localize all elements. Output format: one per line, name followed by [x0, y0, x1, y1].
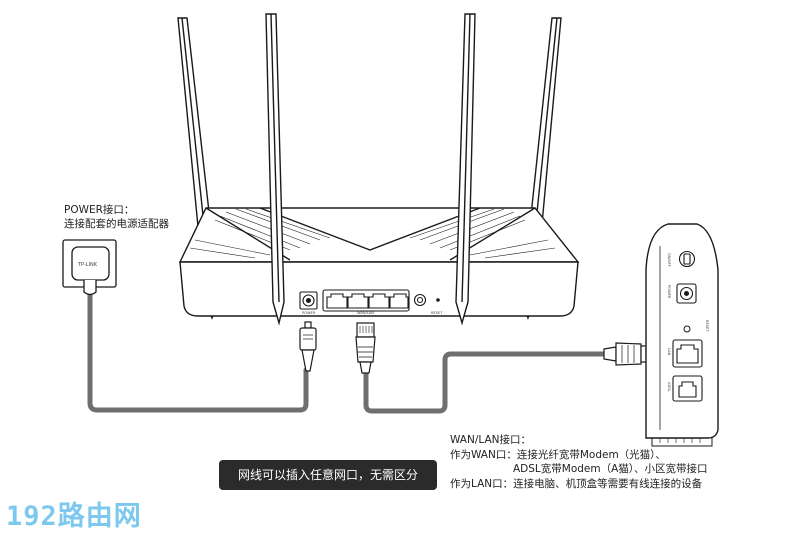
adapter-brand-label: TP-LINK [77, 262, 98, 268]
router-antenna-front-left [265, 13, 285, 326]
modem-lan-port [672, 339, 703, 368]
modem-lan-label: LAN [667, 348, 671, 356]
network-cable [363, 351, 609, 414]
power-callout-desc: 连接配套的电源适配器 [64, 218, 169, 230]
watermark-logo: 192路由网 [6, 501, 142, 532]
router-wanlan-label: WAN/LAN [357, 311, 374, 315]
power-callout-title: POWER接口： [64, 204, 135, 216]
modem-reset-label: RESET [705, 320, 709, 332]
modem-reset-hole [683, 325, 691, 333]
modem-onoff-label: ON/OFF [667, 253, 671, 267]
wan-usage-line2: ADSL宽带Modem（A猫）、小区宽带接口 [513, 463, 708, 475]
router-reset-label: RESET [431, 311, 443, 315]
wan-usage-line1: 作为WAN口：连接光纤宽带Modem（光猫）、 [450, 449, 666, 461]
modem-onoff-switch [678, 250, 696, 268]
power-connector [299, 321, 317, 372]
router-wps-button [413, 293, 427, 307]
modem-power-port [676, 283, 697, 304]
router-antenna-front-right [455, 13, 476, 326]
router-reset-hole [436, 298, 440, 302]
modem-power-label: POWER [667, 285, 671, 299]
router-ethernet-ports [322, 289, 410, 312]
router-power-port [299, 291, 318, 310]
lan-usage-line: 作为LAN口：连接电脑、机顶盒等需要有线连接的设备 [450, 478, 703, 490]
tip-banner: 网线可以插入任意网口，无需区分 [219, 460, 437, 490]
power-adapter [62, 239, 117, 296]
modem-adsl-port [672, 375, 703, 402]
power-cable [87, 292, 309, 413]
wanlan-callout-title: WAN/LAN接口： [450, 434, 532, 446]
rj45-connector-router [355, 322, 376, 374]
router-power-label: POWER [302, 311, 316, 315]
modem-adsl-label: ADSL [667, 382, 671, 392]
